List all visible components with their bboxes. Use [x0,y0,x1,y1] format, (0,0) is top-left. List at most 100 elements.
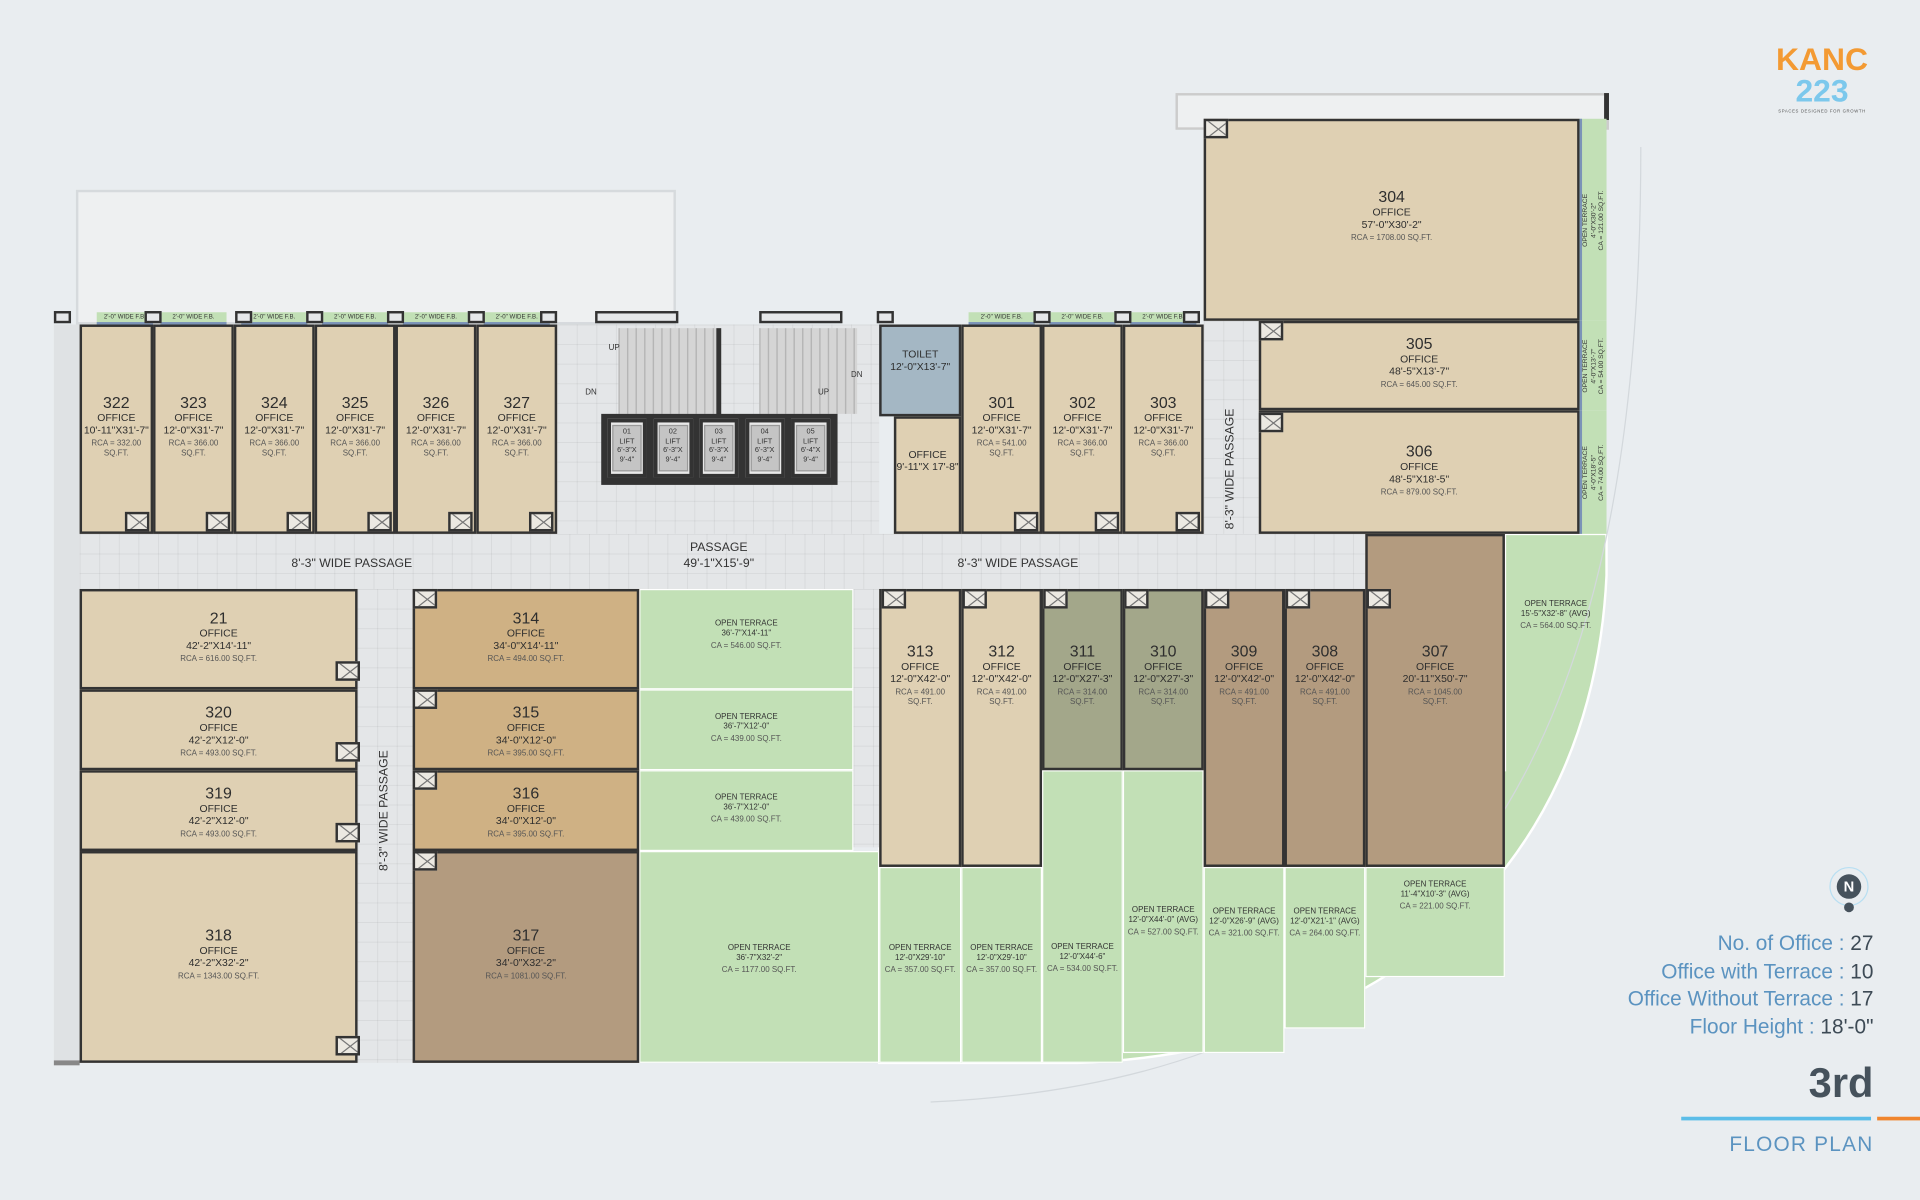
unit-type: OFFICE [506,626,545,640]
duct-shaft-icon [1013,511,1039,532]
north-icon: N [1836,874,1862,899]
duct-shaft-icon [962,588,987,609]
unit-type: OFFICE [1144,659,1183,673]
unit-number: 308 [1311,641,1339,661]
unit-type: OFFICE [1400,460,1439,473]
lift-size: 6'-3"X 9'-4" [754,446,775,464]
unit-area: RCA = 314.00 SQ.FT. [1057,688,1108,707]
unit-number: 309 [1230,641,1258,661]
duct-shaft-icon [1124,588,1149,609]
unit-size: 12'-0"X42'-0" [971,671,1032,685]
main-passage [79,533,1366,589]
terrace-label: OPEN TERRACE [727,944,791,953]
unit-number: 318 [205,925,232,945]
lift-size: 6'-3"X 9'-4" [663,446,683,464]
terrace-size: 36'-7"X12'-0" [723,803,770,812]
summary-row: Floor Height : 18'-0" [1628,1013,1874,1041]
unit-area: RCA = 493.00 SQ.FT. [180,749,257,759]
unit-type: OFFICE [506,801,545,815]
unit-area: RCA = 493.00 SQ.FT. [180,830,257,840]
left-passage [357,588,413,1063]
summary-value: 17 [1850,986,1874,1011]
unit-size: 42'-2"X12'-0" [188,733,249,746]
unit-number: 301 [988,393,1015,412]
unit-size: 42'-2"X14'-11" [186,638,252,652]
lift-number: 04 [760,428,769,436]
terrace-size: 4'-0"X13'-7" [1590,347,1598,384]
unit-area: RCA = 1045.00 SQ.FT. [1407,688,1463,707]
unit-number: 317 [512,925,540,945]
unit-area: RCA = 366.00 SQ.FT. [1057,440,1108,458]
terrace-area: CA = 534.00 SQ.FT. [1046,965,1118,974]
unit-type: OFFICE [199,721,238,734]
unit-number: 315 [512,702,540,722]
column [467,311,485,324]
unit-area: RCA = 395.00 SQ.FT. [487,830,565,840]
unit-size: 10'-11"X31'-7" [83,423,149,436]
flower-bed: 2'-0" WIDE F.B. [483,312,550,325]
unit-size: 12'-0"X27'-3" [1133,671,1194,685]
unit-size: 48'-5"X18'-5" [1389,472,1450,485]
unit-area: RCA = 366.00 SQ.FT. [491,440,542,458]
stair-dn-label: DN [585,388,597,397]
unit-size: 12'-0"X13'-7" [890,359,951,372]
duct-shaft-icon [286,511,312,532]
unit-area: RCA = 494.00 SQ.FT. [487,655,565,665]
unit-type: OFFICE [506,721,545,734]
unit-type: OFFICE [1372,205,1411,218]
terrace-label: OPEN TERRACE [970,944,1033,953]
terrace-size: 36'-7"X12'-0" [723,722,770,732]
terrace-area: CA = 439.00 SQ.FT. [710,735,782,744]
summary-label: Floor Height : [1689,1014,1815,1038]
stair-wall [716,328,722,417]
lift-label: LIFT [757,437,773,446]
unit-number: 320 [205,702,232,722]
unit-size: 34'-0"X32'-2" [495,955,556,969]
logo-tagline: SPACES DESIGNED FOR GROWTH [1778,108,1866,114]
summary-value: 10 [1850,959,1874,983]
terrace-size: 36'-7"X14'-11" [721,629,772,639]
terrace-area: CA = 321.00 SQ.FT. [1208,929,1280,939]
duct-shaft-icon [412,689,438,709]
terrace-label: OPEN TERRACE [1582,193,1590,247]
unit-type: OFFICE [982,659,1021,673]
unit-number: 21 [209,608,228,627]
terrace-size: 12'-0"X29'-10" [976,954,1027,963]
unit-area: RCA = 314.00 SQ.FT. [1138,688,1189,707]
terrace-label: OPEN TERRACE [888,944,952,953]
terrace-size: 36'-7"X32'-2" [736,954,783,963]
unit-area: RCA = 541.00 SQ.FT. [976,440,1027,458]
column [235,311,253,324]
terrace-size: 12'-0"X44'-0" (AVG) [1128,916,1199,925]
unit-size: 12'-0"X31'-7" [244,423,305,436]
unit-type: OFFICE [497,411,536,424]
lift-size: 6'-4"X 9'-4" [800,446,821,464]
unit-number: 302 [1069,393,1096,412]
terrace-size: 12'-0"X29'-10" [895,954,946,963]
unit-type: OFFICE [336,411,375,424]
terrace-area: CA = 54.00 SQ.FT. [1598,337,1606,394]
unit-type: OFFICE [506,944,545,957]
unit-size: 12'-0"X42'-0" [1214,671,1275,685]
unit-size: 12'-0"X31'-7" [971,423,1032,436]
summary-value: 18'-0" [1820,1014,1874,1038]
unit-type: OFFICE [199,626,238,640]
